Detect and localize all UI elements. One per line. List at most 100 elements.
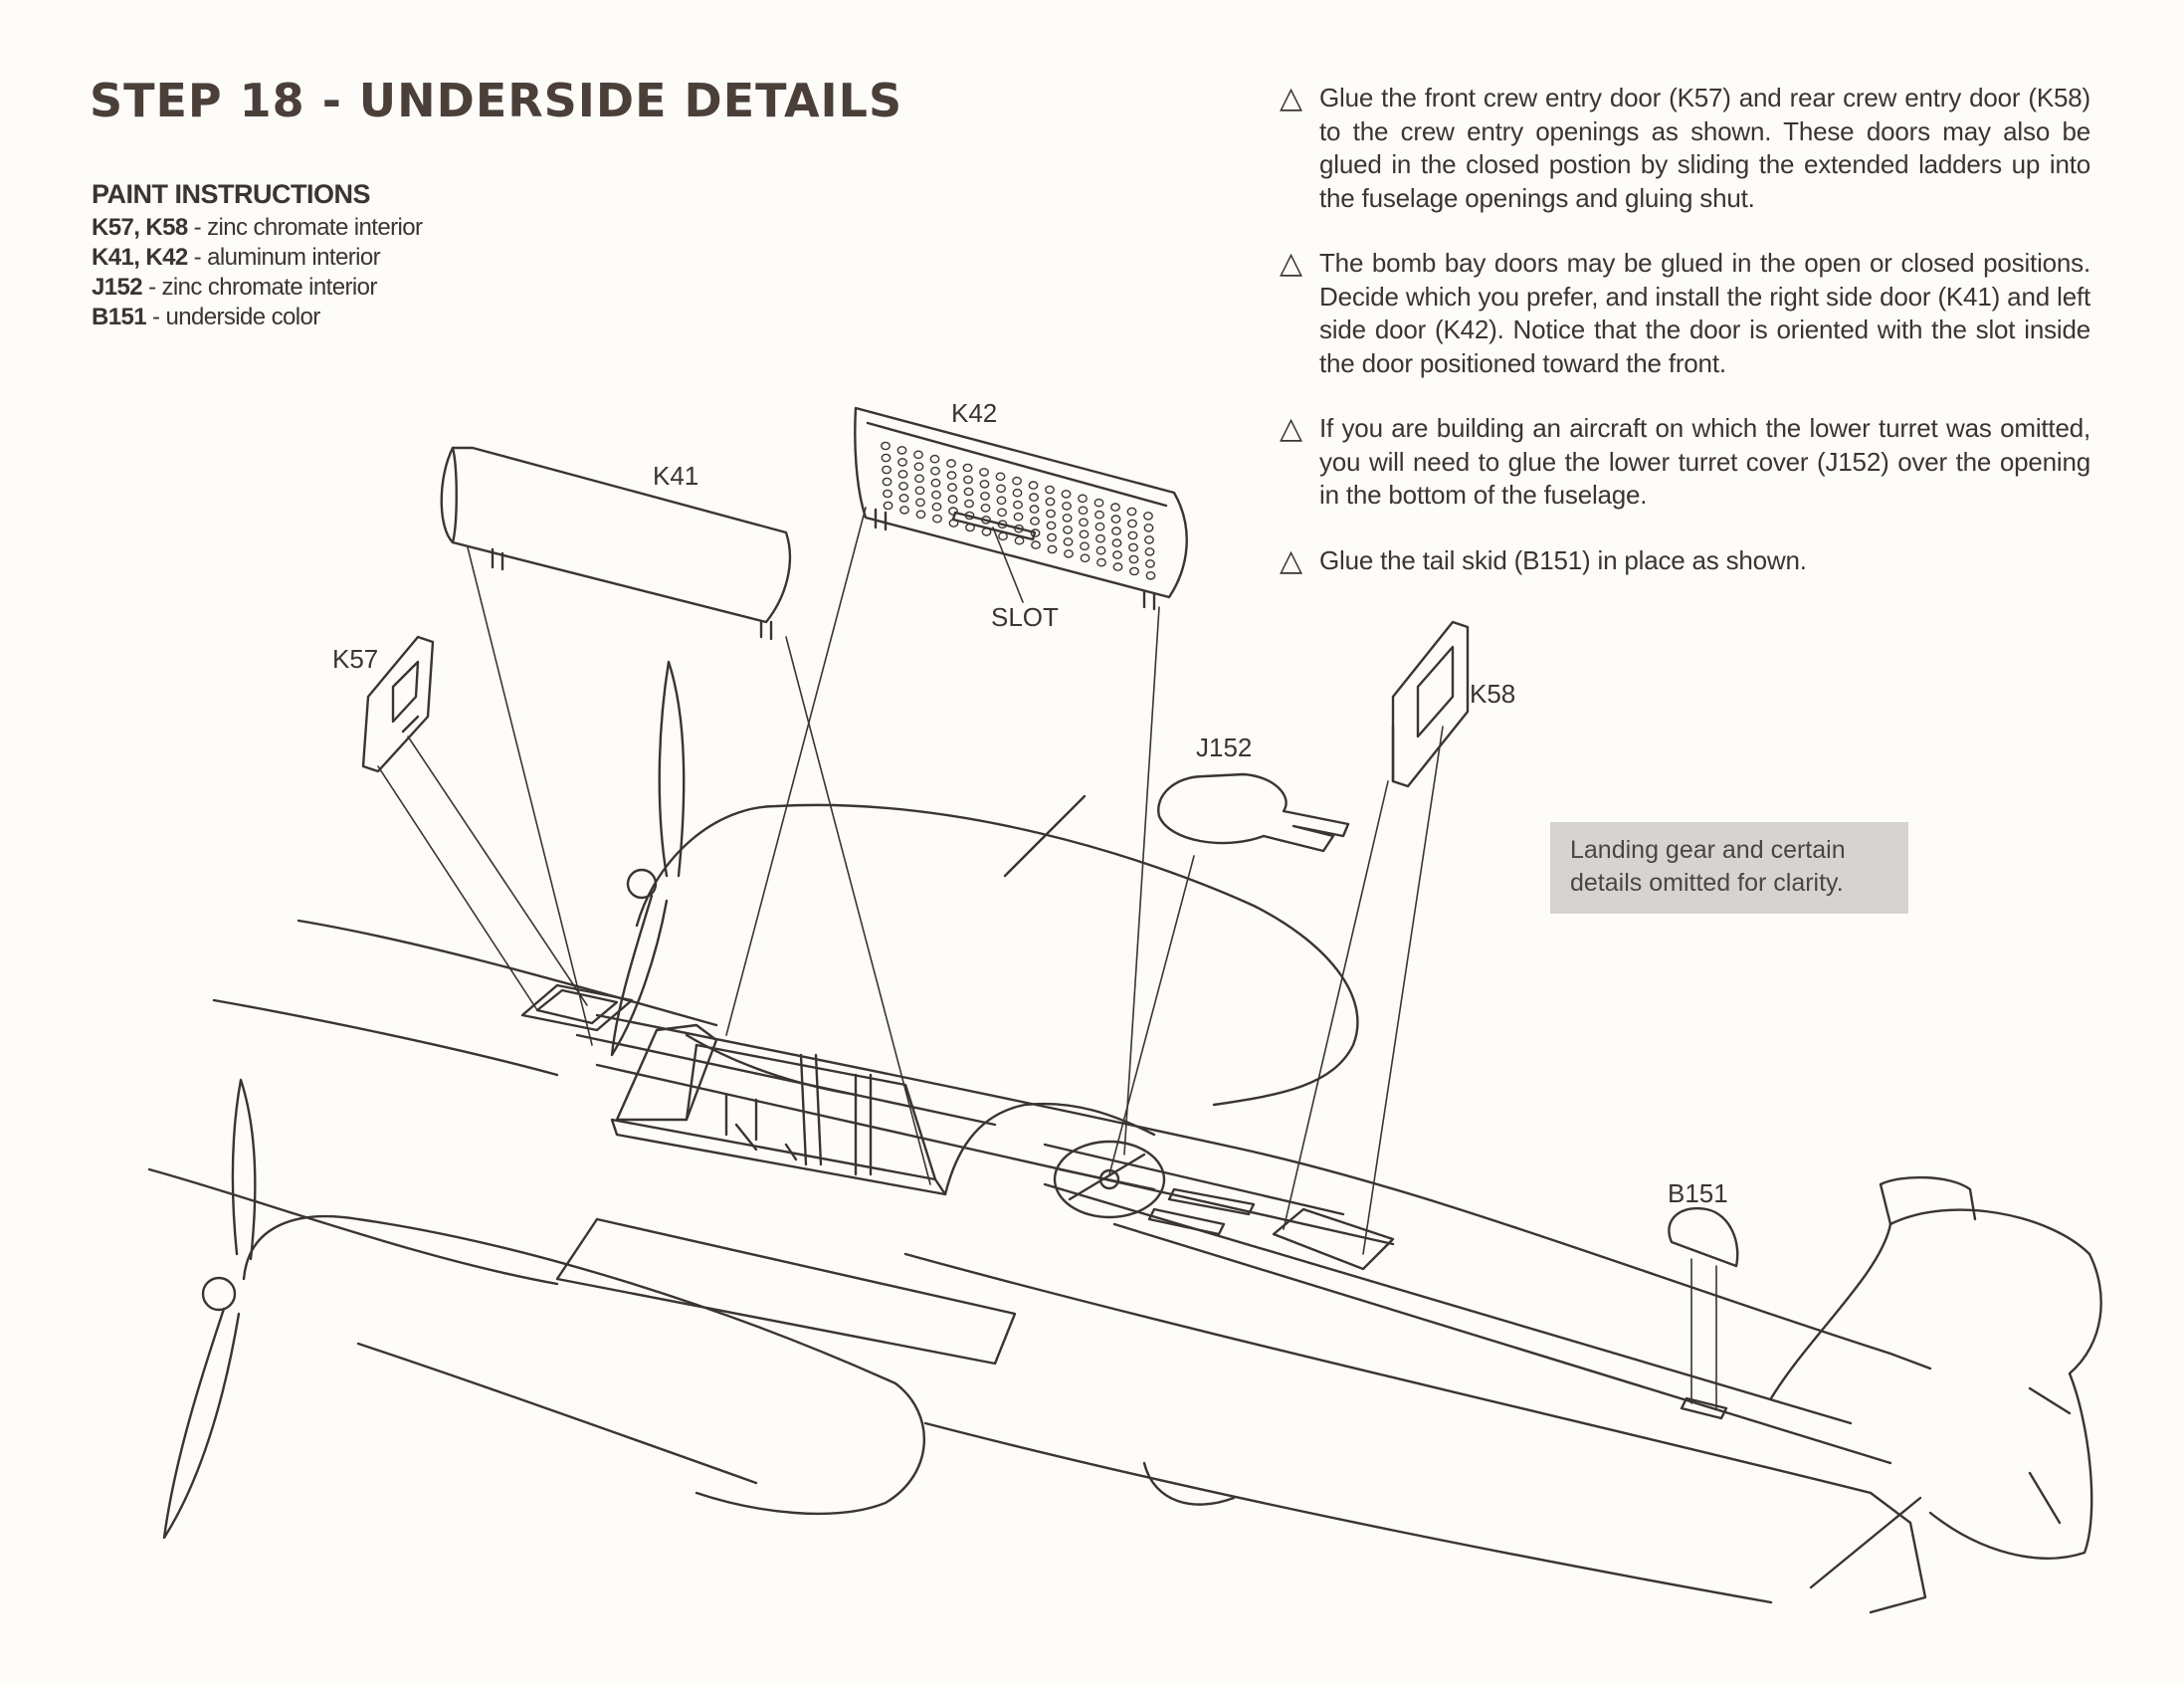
perforation-hole [1129,566,1139,576]
perforation-hole [1045,485,1055,495]
perforation-hole [914,486,925,496]
perforation-hole [1110,515,1121,524]
perforation-hole [996,496,1007,506]
perforation-hole [898,482,908,491]
perforation-hole [1078,494,1088,504]
part-k58 [1283,620,1470,1255]
instruction-text: Glue the front crew entry door (K57) and… [1319,83,2090,213]
perforation-hole [1047,544,1058,554]
perforation-hole [1030,517,1040,526]
perforation-hole [1014,524,1024,533]
perforation-hole [1014,535,1025,545]
perforation-hole [1094,510,1104,520]
paint-item: J152 - zinc chromate interior [92,273,422,303]
perforation-hole [1128,542,1138,552]
instruction-item: △ Glue the tail skid (B151) in place as s… [1280,544,2090,578]
perforation-hole [1063,537,1074,546]
paint-parts: J152 [92,274,143,301]
label-k42: K42 [951,398,998,428]
perforation-hole [1046,521,1057,530]
perforation-hole [964,499,974,509]
perforation-hole [1093,498,1104,508]
perforation-hole [979,468,989,477]
perforation-hole [1128,554,1139,564]
warning-triangle-icon: △ [1280,543,1302,577]
part-b151 [1668,1206,1739,1409]
perforation-hole [964,511,975,521]
perforation-hole [1045,497,1056,507]
perforation-hole [881,441,891,451]
perforation-hole [1029,493,1039,502]
instruction-item: △The bomb bay doors may be glued in the … [1280,247,2090,380]
perforation-hole [931,502,942,512]
paint-instructions: PAINT INSTRUCTIONS K57, K58 - zinc chrom… [92,179,423,332]
perforation-hole [1143,512,1153,521]
perforation-hole [931,490,941,500]
paint-desc: - aluminum interior [187,244,381,271]
perforation-hole [882,465,892,475]
perforation-hole [1096,557,1106,567]
perforation-hole [1080,553,1091,563]
perforation-hole [881,453,892,463]
perforation-hole [1078,506,1089,516]
warning-triangle-icon: △ [1280,412,1302,445]
perforation-hole [995,472,1006,482]
perforation-hole [963,487,974,497]
paint-item: K57, K58 - zinc chromate interior [92,213,423,243]
perforation-hole [947,495,958,504]
perforation-hole [1012,488,1023,498]
perforation-hole [915,498,925,508]
instruction-text: If you are building an aircraft on which… [1319,413,2090,510]
part-k57 [361,635,588,1011]
perforation-hole [1062,502,1072,511]
perforation-hole [962,463,973,473]
perforation-hole [897,458,907,467]
perforation-hole [1127,519,1137,528]
perforation-hole [1030,528,1041,537]
perforation-hole [963,475,973,485]
clarity-note: Landing gear and certain details omitted… [1550,822,1908,914]
perforation-hole [1080,541,1090,551]
aircraft-outline [147,660,2102,1614]
assembly-instructions: △ Glue the front crew entry door (K57) an… [1280,82,2090,609]
perforation-hole [1095,545,1106,555]
perforation-hole [1144,535,1154,544]
perforation-hole [932,514,942,524]
perforation-hole [930,466,940,476]
perforation-hole [1112,562,1123,571]
perforation-hole [997,520,1008,529]
perforation-hole [980,492,990,501]
warning-triangle-icon: △ [1280,247,1302,280]
perforation-hole [947,483,957,492]
perforation-hole [1127,530,1138,540]
perforation-hole [1126,507,1137,517]
perforation-hole [965,523,975,532]
perforation-hole [981,516,991,525]
perforation-hole [998,531,1008,541]
perforation-hole [996,484,1006,494]
perforation-hole [1111,526,1121,535]
perforation-hole [1112,550,1122,559]
label-k41: K41 [653,461,699,491]
perforation-hole [1012,476,1022,486]
perforation-hole [1013,500,1023,510]
perforation-hole [948,519,959,527]
perforation-hole [1111,538,1122,547]
perforation-hole [948,507,958,516]
perforation-hole [883,501,893,511]
perforation-hole [897,470,908,479]
perforation-hole [1143,524,1154,532]
perforation-hole [1144,547,1155,556]
perforation-hole [915,510,926,520]
perforation-hole [1079,518,1089,527]
instruction-text: Glue the tail skid (B151) in place as sh… [1319,544,1807,575]
perforation-hole [1110,503,1120,512]
perforation-hole [1095,533,1105,543]
perforation-hole [930,478,941,488]
part-j152 [1108,772,1350,1175]
perforation-hole [914,474,924,484]
perforation-hole [1063,526,1073,534]
perforation-hole [1013,512,1024,522]
page-title: STEP 18 - UNDERSIDE DETAILS [90,74,903,127]
perforation-hole [1028,481,1039,490]
